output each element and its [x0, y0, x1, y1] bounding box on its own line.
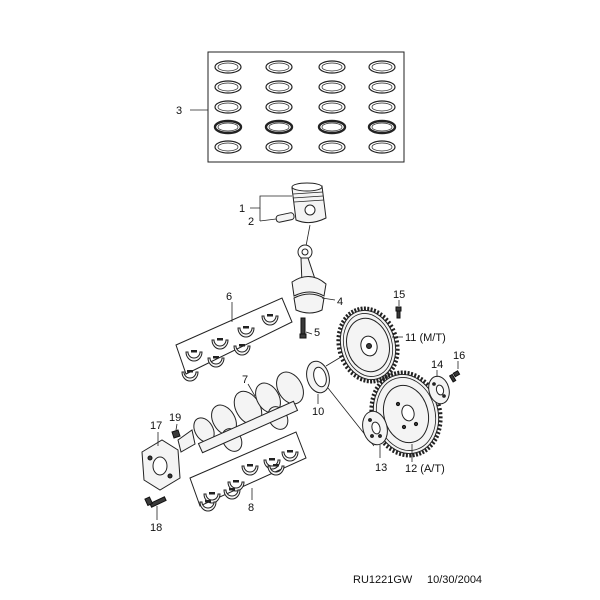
piston-ring: [213, 119, 243, 135]
piston-ring: [214, 140, 242, 154]
piston-ring: [368, 80, 396, 94]
callout-1: 1: [239, 203, 245, 215]
callout-8: 8: [248, 502, 254, 514]
callout-6: 6: [226, 291, 232, 303]
callout-18: 18: [150, 522, 162, 534]
callout-15: 15: [393, 289, 405, 301]
drive-plate-bolt: [448, 370, 461, 383]
piston-ring: [265, 100, 293, 114]
piston-ring: [214, 100, 242, 114]
piston-pin: [275, 212, 295, 223]
woodruff-key: [171, 429, 181, 439]
piston-ring: [368, 100, 396, 114]
piston-ring: [264, 119, 294, 135]
crankshaft: [177, 371, 304, 454]
bearing-shell: [181, 371, 199, 382]
drawing-id: RU1221GW: [353, 574, 413, 586]
bearing-shell: [267, 465, 285, 476]
piston-ring: [214, 60, 242, 74]
bearing-shell: [281, 451, 299, 462]
callout-4: 4: [337, 296, 343, 308]
callout-7: 7: [242, 374, 248, 386]
bearing-shell: [207, 357, 225, 368]
bearing-shell: [185, 351, 203, 362]
piston-ring: [214, 80, 242, 94]
piston-ring: [318, 60, 346, 74]
piston-ring: [318, 140, 346, 154]
bearing-shell: [233, 345, 251, 356]
callout-10: 10: [312, 406, 324, 418]
callout-3: 3: [176, 105, 182, 117]
piston-ring-set: [207, 51, 405, 163]
flywheel-mt: [336, 306, 400, 384]
callout-13: 13: [375, 462, 387, 474]
callout-16: 16: [453, 350, 465, 362]
callout-11: 11 (M/T): [405, 332, 446, 344]
piston-ring: [318, 100, 346, 114]
piston-ring: [265, 140, 293, 154]
piston-ring: [265, 80, 293, 94]
rod-bolt: [299, 317, 307, 339]
piston: [291, 182, 327, 224]
callout-2: 2: [248, 216, 254, 228]
bearing-shell: [237, 327, 255, 338]
callout-19: 19: [169, 412, 181, 424]
rod-bearing-set: [175, 297, 293, 382]
piston-ring: [317, 119, 347, 135]
bearing-shell: [261, 315, 279, 326]
bearing-shell: [223, 489, 241, 500]
callout-14: 14: [431, 359, 443, 371]
callout-17: 17: [150, 420, 162, 432]
piston-ring: [368, 140, 396, 154]
bearing-shell: [199, 501, 217, 512]
drive-plate-at: [369, 370, 443, 458]
callout-5: 5: [314, 327, 320, 339]
bearing-shell: [241, 465, 259, 476]
callout-12: 12 (A/T): [405, 463, 445, 475]
bearing-shell: [211, 339, 229, 350]
reinforcement-plate: [428, 375, 450, 405]
connecting-rod: [291, 244, 327, 314]
piston-ring: [318, 80, 346, 94]
flywheel-bolt: [395, 306, 402, 319]
crankshaft-sprocket: [141, 439, 181, 491]
piston-ring: [368, 60, 396, 74]
piston-ring: [265, 60, 293, 74]
piston-ring: [367, 119, 397, 135]
spacer-plate: [362, 410, 388, 446]
drawing-date: 10/30/2004: [427, 574, 482, 586]
sprocket-bolt: [144, 496, 167, 508]
rear-oil-seal: [306, 360, 330, 394]
main-bearing-set: [189, 431, 307, 512]
